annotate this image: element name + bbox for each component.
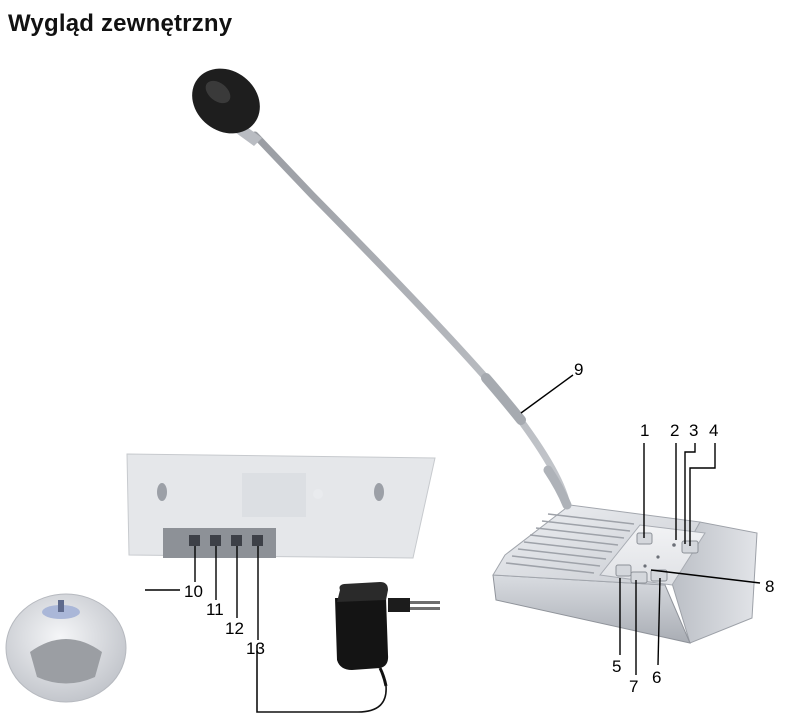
jack-12[interactable] [231, 535, 242, 546]
status-leds [643, 543, 676, 568]
jack-10[interactable] [189, 535, 200, 546]
jack-13[interactable] [252, 535, 263, 546]
callout-6: 6 [652, 668, 661, 687]
rj-jacks [189, 535, 263, 546]
page-title: Wygląd zewnętrzny [8, 10, 233, 37]
console-buttons [615, 532, 699, 584]
ceiling-speaker-icon [5, 593, 127, 703]
callout-8: 8 [765, 577, 774, 596]
callout-7: 7 [629, 677, 638, 696]
button-6[interactable] [650, 569, 668, 582]
callout-10: 10 [184, 582, 203, 601]
rear-panel [126, 453, 436, 559]
microphone-foam-icon [192, 68, 262, 146]
callout-5: 5 [612, 657, 621, 676]
callout-2: 2 [670, 421, 679, 440]
callout-3: 3 [689, 421, 698, 440]
callout-12: 12 [225, 619, 244, 638]
callout-9: 9 [574, 360, 583, 379]
callout-4: 4 [709, 421, 718, 440]
power-adapter-icon [335, 582, 440, 687]
button-7-8[interactable] [630, 571, 648, 584]
jack-11[interactable] [210, 535, 221, 546]
callout-labels: 1 2 3 4 5 6 7 8 9 10 11 12 13 [184, 360, 774, 696]
leader-lines [145, 374, 761, 675]
callout-13: 13 [246, 639, 265, 658]
button-5[interactable] [615, 564, 632, 577]
speaker-grille [505, 513, 635, 574]
gooseneck [251, 131, 571, 509]
callout-11: 11 [206, 600, 224, 619]
callout-1: 1 [640, 421, 649, 440]
power-cable [256, 645, 387, 713]
microphone-console [192, 68, 758, 644]
